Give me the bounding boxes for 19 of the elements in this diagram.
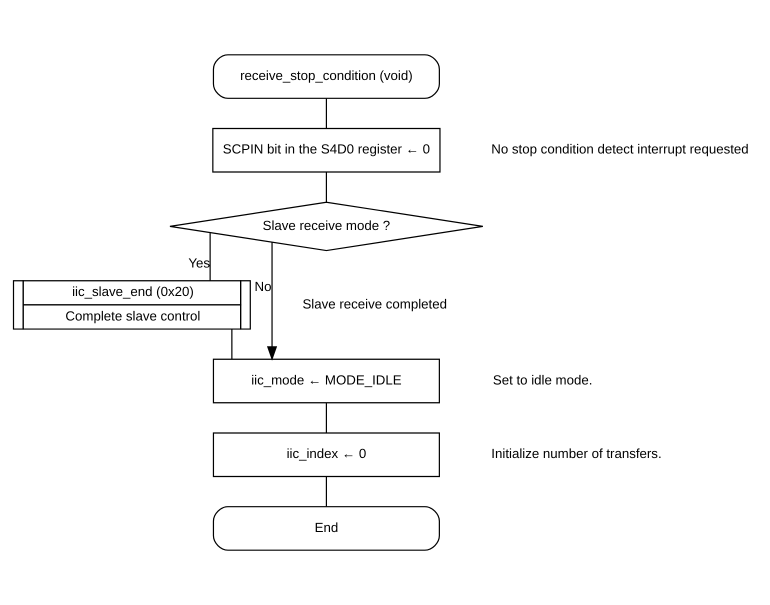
node-box: SCPIN bit in the S4D0 register ← 0 (212, 128, 441, 173)
node-diamond: Slave receive mode ? (169, 202, 484, 252)
node-box: receive_stop_condition (void) (212, 54, 440, 99)
node-box: End (212, 506, 440, 551)
connector (231, 329, 232, 360)
node-box: iic_mode ← MODE_IDLE (212, 358, 440, 404)
node-label: Slave receive completed (302, 296, 447, 312)
node-box: iic_index ← 0 (212, 432, 440, 478)
arrow (266, 242, 278, 361)
connector (326, 403, 327, 433)
connector (326, 98, 327, 128)
connector (326, 476, 327, 506)
node-label: No stop condition detect interrupt requested (491, 142, 749, 157)
edge-label: No (254, 278, 272, 294)
node-label: Initialize number of transfers. (491, 446, 662, 462)
connector (326, 172, 327, 202)
node-label: Set to idle mode. (492, 372, 592, 388)
edge-label: Yes (188, 255, 210, 270)
connector (210, 233, 211, 280)
